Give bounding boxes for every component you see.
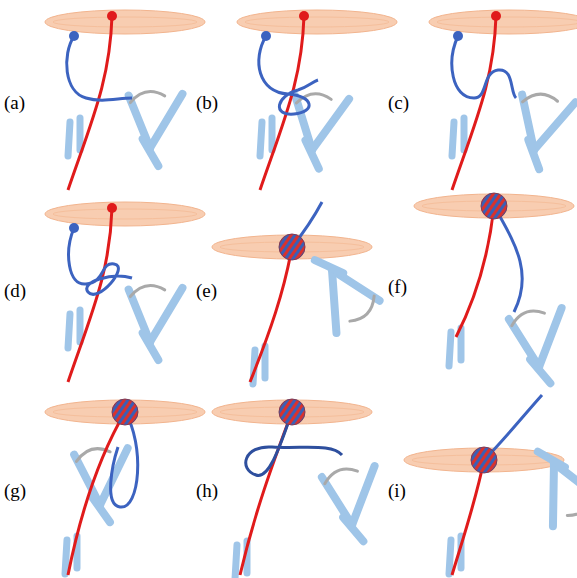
- illustration-part: [45, 400, 205, 424]
- panel-label: (a): [4, 92, 25, 114]
- illustration-part: [315, 247, 385, 334]
- illustration-part: [429, 10, 577, 34]
- blue-rope: [452, 36, 516, 98]
- illustration-part: [279, 399, 305, 425]
- illustration-part: [538, 443, 577, 527]
- rope-end: [453, 31, 463, 41]
- illustration-part: [112, 399, 138, 425]
- rope-end: [69, 31, 79, 41]
- blue-rope: [494, 206, 522, 312]
- rope-end: [261, 31, 271, 41]
- illustration-part: [452, 118, 464, 156]
- illustration-part: [45, 10, 205, 34]
- blue-rope: [69, 228, 132, 294]
- illustration-part: [260, 118, 272, 156]
- panel-e: [212, 202, 385, 384]
- red-rope: [260, 16, 304, 190]
- panel-label: (e): [196, 280, 217, 302]
- red-rope: [456, 206, 494, 337]
- red-rope: [452, 16, 496, 190]
- red-rope: [68, 412, 125, 575]
- panel-label: (c): [388, 92, 409, 114]
- rope-end: [491, 11, 501, 21]
- illustration-part: [312, 457, 376, 541]
- red-rope: [68, 16, 112, 190]
- panel-f: [414, 193, 574, 383]
- illustration-part: [110, 271, 185, 360]
- illustration-part: [68, 118, 80, 156]
- illustration-part: [45, 202, 205, 226]
- illustration-part: [68, 310, 80, 348]
- rope-end: [69, 223, 79, 233]
- panel-label: (f): [388, 276, 407, 298]
- illustration-part: [414, 194, 574, 218]
- panel-label: (d): [4, 280, 26, 302]
- rope-end: [107, 11, 117, 21]
- red-rope: [452, 460, 484, 575]
- panel-label: (h): [196, 480, 218, 502]
- panel-i: [404, 395, 577, 575]
- panel-label: (g): [4, 480, 26, 502]
- illustration-part: [110, 77, 185, 166]
- illustration-part: [471, 447, 497, 473]
- illustration-part: [212, 235, 372, 259]
- blue-rope: [259, 36, 318, 114]
- illustration-part: [481, 193, 507, 219]
- panel-h: [212, 399, 377, 578]
- panel-g: [45, 399, 205, 575]
- illustration-part: [237, 10, 397, 34]
- panel-c: [429, 10, 577, 190]
- panel-label: (b): [196, 92, 218, 114]
- illustration-part: [494, 77, 577, 169]
- panel-d: [45, 202, 205, 382]
- illustration-part: [499, 299, 563, 383]
- panel-label: (i): [388, 480, 406, 502]
- blue-rope: [111, 412, 138, 507]
- panel-a: [45, 10, 205, 190]
- rope-end: [107, 203, 117, 213]
- panel-b: [237, 10, 397, 190]
- rope-end: [299, 11, 309, 21]
- illustration-part: [212, 400, 372, 424]
- illustration-part: [279, 234, 305, 260]
- blue-rope: [67, 36, 132, 100]
- red-rope: [250, 247, 292, 382]
